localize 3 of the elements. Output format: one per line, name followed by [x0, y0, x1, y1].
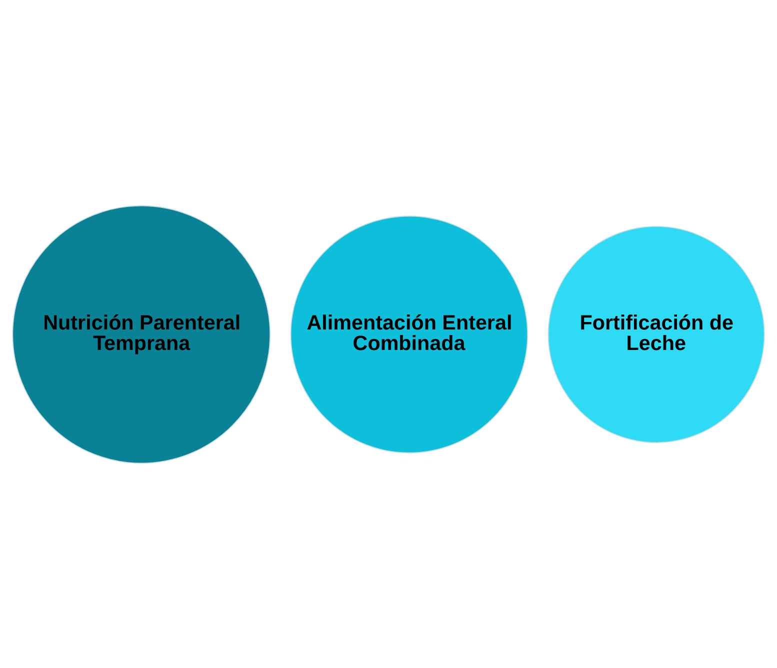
node-circle: Alimentación Enteral Combinada	[290, 215, 528, 453]
node-circle: Nutrición Parenteral Temprana	[12, 204, 271, 464]
node-circle: Fortificación de Leche	[548, 225, 765, 443]
